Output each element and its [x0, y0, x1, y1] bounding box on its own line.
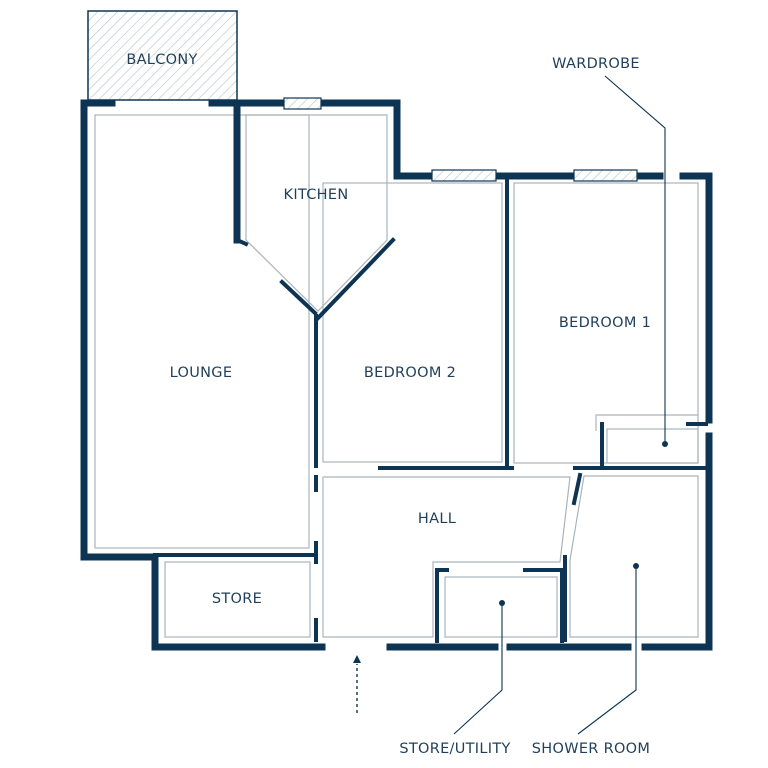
balcony-area	[87, 10, 238, 101]
hall-label: HALL	[418, 511, 456, 527]
bedroom2-label: BEDROOM 2	[364, 365, 456, 381]
bedroom1-label: BEDROOM 1	[559, 315, 651, 331]
bedroom1-window	[573, 169, 638, 182]
bedroom2-window	[431, 169, 497, 182]
kitchen-window	[283, 97, 322, 110]
entrance-arrow-icon	[353, 655, 361, 713]
shower-room-callout-label: SHOWER ROOM	[532, 741, 650, 757]
lounge-label: LOUNGE	[170, 365, 233, 381]
walls	[80, 99, 713, 651]
wardrobe-callout-label: WARDROBE	[552, 56, 640, 72]
store-utility-callout-label: STORE/UTILITY	[399, 741, 510, 757]
balcony-label: BALCONY	[126, 52, 197, 68]
inner-room-lines	[94, 114, 699, 638]
store-label: STORE	[212, 591, 262, 607]
callout-leaders	[453, 75, 668, 735]
kitchen-label: KITCHEN	[284, 187, 349, 203]
